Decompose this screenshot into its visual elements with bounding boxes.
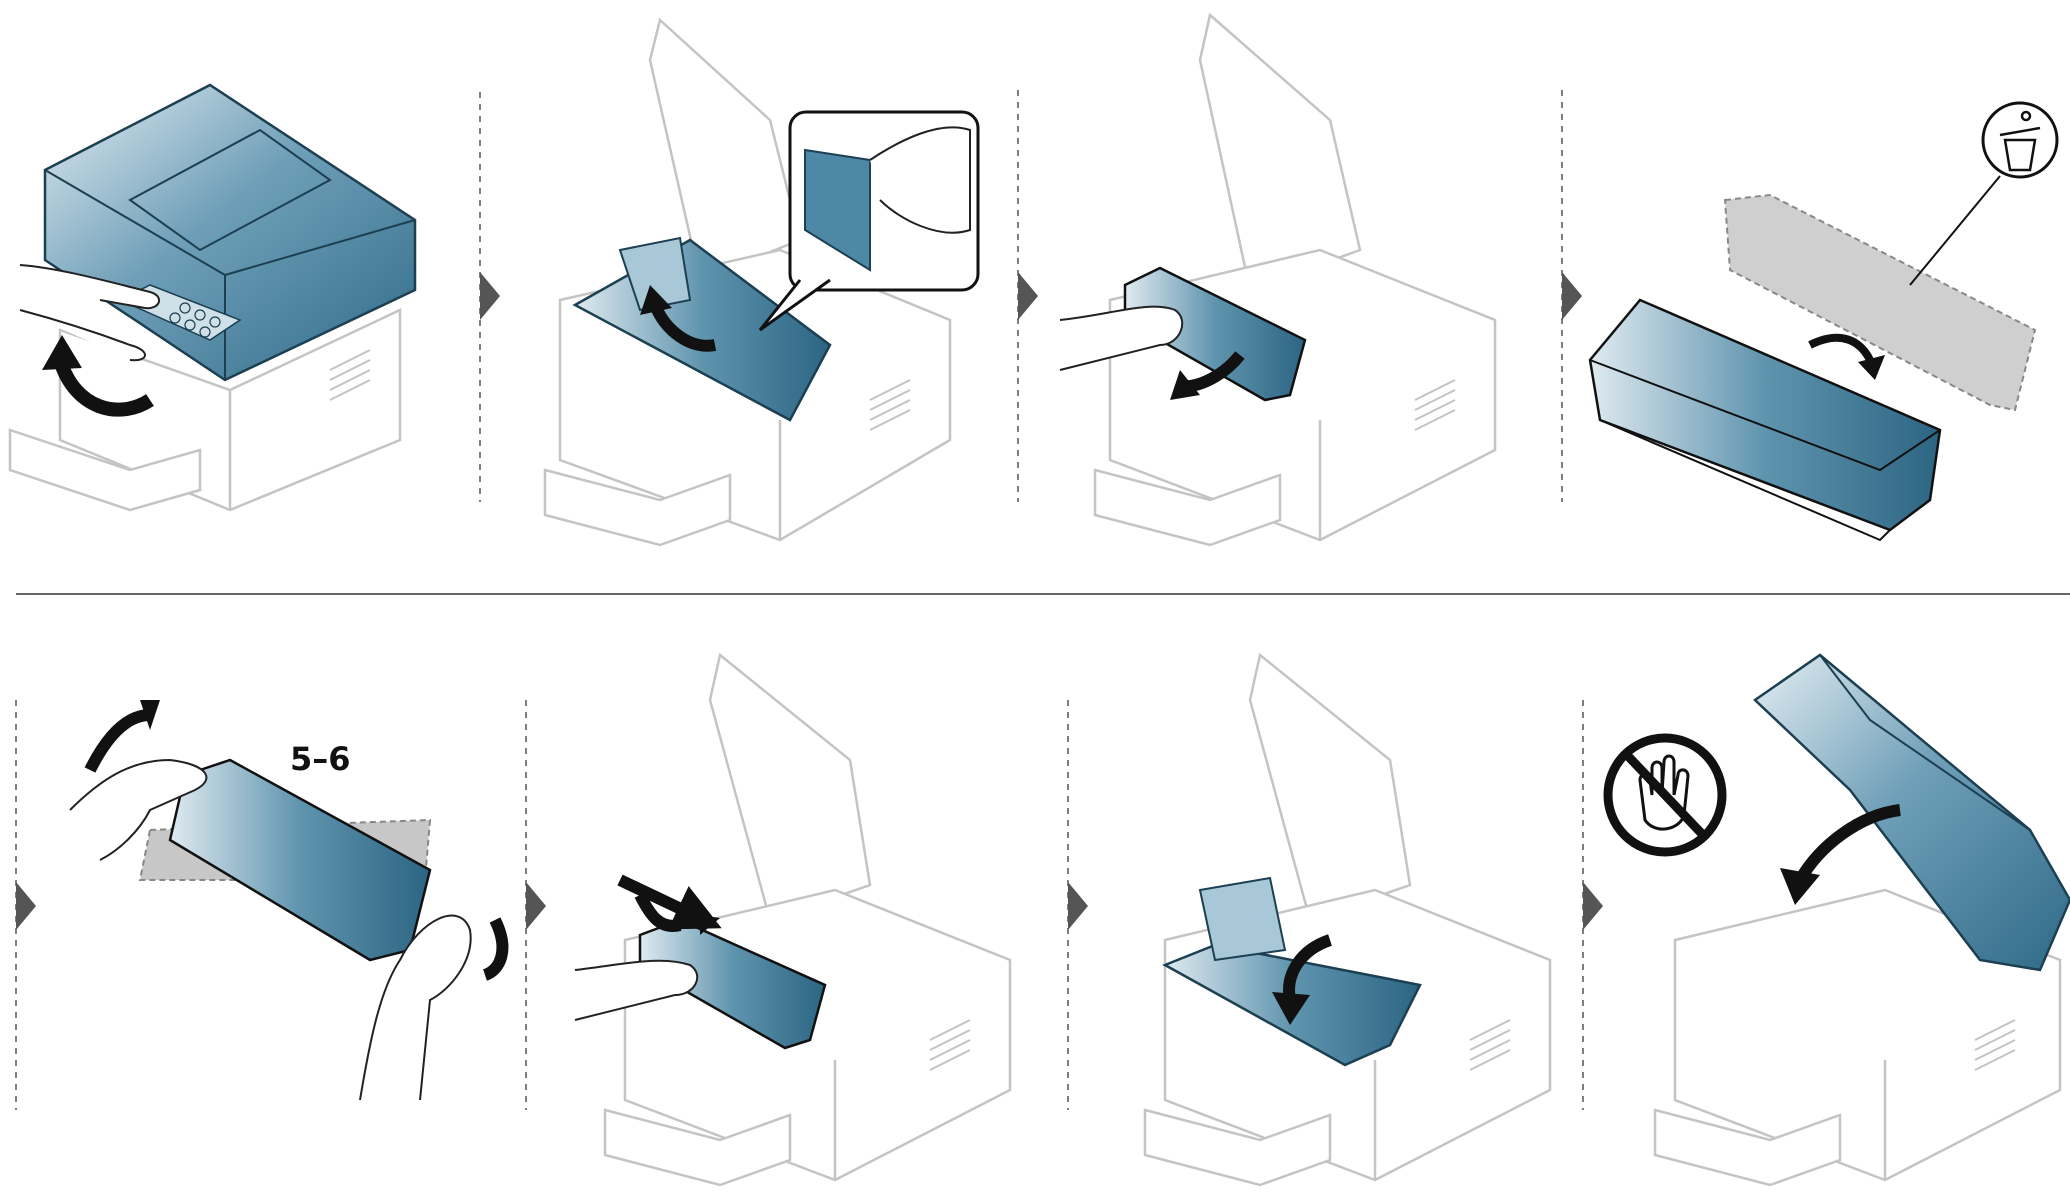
panel-2-open-inner-cover bbox=[543, 17, 980, 547]
panel-3-remove-toner bbox=[1059, 12, 1497, 547]
step-markers bbox=[16, 272, 1603, 930]
panel-7-close-inner-cover bbox=[1143, 652, 1552, 1187]
do-not-touch-icon bbox=[1603, 733, 1727, 857]
panel-6-insert-toner bbox=[574, 652, 1012, 1187]
panel-5-shake-toner: 5–6 bbox=[69, 700, 509, 1101]
panel-4-unpack-new-toner bbox=[1588, 101, 2059, 542]
panel-1-open-scanner bbox=[8, 83, 417, 512]
panel-8-close-scanner bbox=[1603, 653, 2070, 1187]
shake-count-label: 5–6 bbox=[290, 740, 351, 778]
